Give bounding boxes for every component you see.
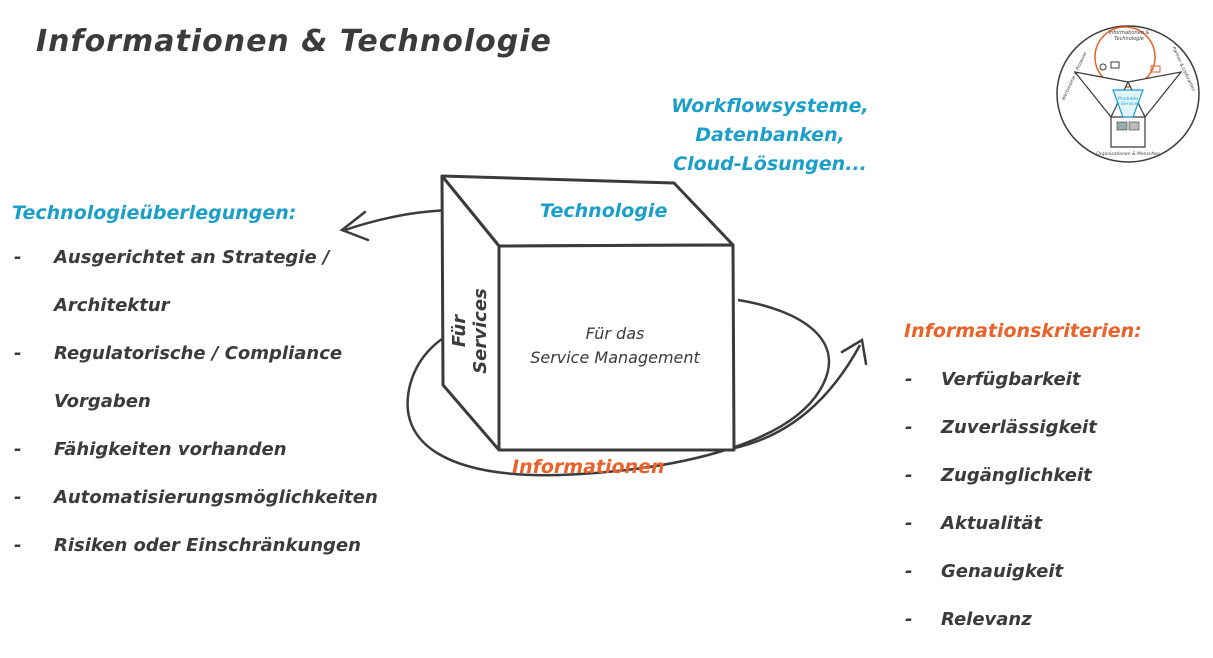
cube-top-label: Technologie: [540, 200, 668, 222]
emblem-center-label: Produkte & Services: [1116, 97, 1140, 107]
list-item: -Aktualität: [905, 513, 1043, 534]
cube-bottom-label: Informationen: [512, 456, 665, 478]
list-item-continuation: Vorgaben: [54, 391, 151, 412]
emblem-bottom-label: Organisationen & Menschen: [1096, 152, 1160, 157]
list-item: -Zuverlässigkeit: [905, 417, 1097, 438]
workflow-note-line-2: Cloud-Lösungen...: [673, 153, 867, 175]
cube-front-label: Für das Service Management: [510, 322, 720, 370]
arrow-right: [734, 344, 862, 450]
list-item: -Risiken oder Einschränkungen: [14, 535, 361, 556]
technology-considerations-list: -Ausgerichtet an Strategie / Architektur…: [14, 247, 378, 584]
information-criteria-list: -Verfügbarkeit -Zuverlässigkeit -Zugängl…: [905, 370, 1105, 658]
list-item: -Verfügbarkeit: [905, 369, 1081, 390]
list-item: -Zugänglichkeit: [905, 465, 1092, 486]
list-item: -Relevanz: [905, 609, 1032, 630]
list-item: -Fähigkeiten vorhanden: [14, 439, 287, 460]
workflow-note-line-1: Workflowsysteme, Datenbanken,: [671, 95, 869, 146]
page-title: Informationen & Technologie: [36, 24, 552, 59]
list-item: -Ausgerichtet an Strategie /: [14, 247, 330, 268]
list-item-continuation: Architektur: [54, 295, 170, 316]
cube: [440, 174, 736, 452]
workflow-note: Workflowsysteme, Datenbanken, Cloud-Lösu…: [600, 92, 940, 179]
list-item: -Automatisierungsmöglichkeiten: [14, 487, 378, 508]
arrow-right-head: [840, 337, 868, 366]
cube-side-label: Für Services: [449, 288, 491, 374]
four-dimensions-emblem: Informationen & Technologie Wertströme &…: [1053, 22, 1203, 167]
information-loop: [406, 298, 831, 477]
list-item: -Regulatorische / Compliance: [14, 343, 343, 364]
emblem-top-label: Informationen & Technologie: [1108, 30, 1150, 42]
cube-front: [497, 243, 736, 452]
information-criteria-heading: Informationskriterien:: [904, 320, 1142, 342]
cube-front-label-line-1: Für das: [585, 324, 645, 343]
list-item: -Genauigkeit: [905, 561, 1064, 582]
technology-considerations-heading: Technologieüberlegungen:: [12, 202, 297, 224]
cube-front-label-line-2: Service Management: [530, 348, 700, 367]
arrow-left-head: [339, 210, 370, 242]
